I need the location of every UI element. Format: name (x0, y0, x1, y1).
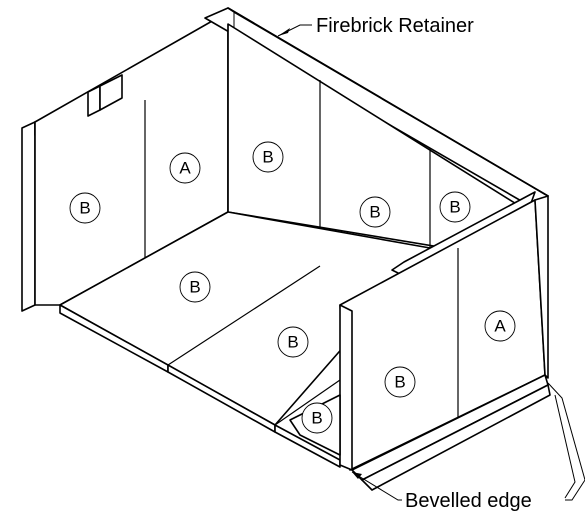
svg-text:B: B (287, 333, 298, 352)
brick-label-right-side-rear: B (439, 191, 471, 223)
left-side-wall (21, 11, 229, 312)
right-side-wall (289, 191, 551, 491)
floor (59, 211, 431, 468)
svg-text:A: A (179, 159, 191, 178)
callout-firebrick-retainer: Firebrick Retainer (277, 15, 474, 37)
brick-label-left-side-front: B (69, 192, 101, 224)
brick-label-back-left: B (252, 141, 284, 173)
brick-label-right-side-front: B (384, 366, 416, 398)
svg-text:B: B (449, 198, 460, 217)
brick-label-floor-rear: B (179, 271, 211, 303)
svg-text:A: A (494, 317, 506, 336)
svg-text:B: B (311, 409, 322, 428)
svg-text:B: B (369, 203, 380, 222)
svg-text:B: B (262, 148, 273, 167)
svg-text:B: B (189, 278, 200, 297)
svg-text:Firebrick Retainer: Firebrick Retainer (316, 15, 474, 37)
callout-bevelled-edge: Bevelled edge (351, 382, 585, 512)
svg-text:Bevelled edge: Bevelled edge (405, 490, 532, 512)
brick-label-floor-middle: B (277, 326, 309, 358)
brick-label-right-side-middle: A (484, 310, 516, 342)
brick-label-floor-front: B (301, 402, 333, 434)
svg-text:B: B (79, 199, 90, 218)
brick-label-left-side-rear: A (169, 152, 201, 184)
brick-label-back-right: B (359, 196, 391, 228)
svg-text:B: B (394, 373, 405, 392)
